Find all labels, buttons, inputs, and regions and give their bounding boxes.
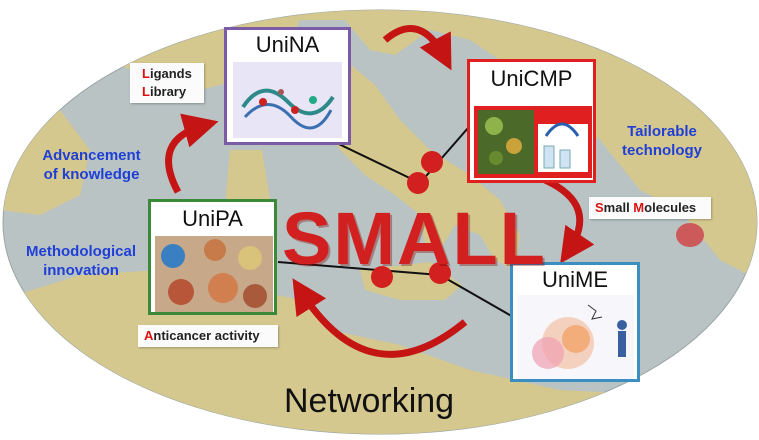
anticancer-activity-chip: Anticancer activity (138, 325, 278, 347)
unicmp-title: UniCMP (490, 66, 573, 91)
anticancer-initial: A (144, 328, 154, 343)
small-molecules-chip: Small Molecules (589, 197, 711, 219)
unipa-box: UniPA (148, 199, 277, 315)
ligands-library-chip: Ligands Library (130, 63, 204, 103)
link-unipa (277, 261, 441, 276)
advancement-label: Advancement of knowledge (34, 146, 149, 184)
advancement-line2: of knowledge (43, 166, 140, 183)
unina-title: UniNA (255, 32, 320, 57)
library-rest: ibrary (149, 84, 187, 99)
tailorable-line1: Tailorable (627, 123, 697, 140)
unicmp-box: UniCMP (467, 59, 596, 183)
methodological-label: Methodological innovation (16, 242, 146, 280)
arrow-unicmp-to-unime (543, 176, 595, 264)
tailorable-line2: technology (621, 142, 702, 159)
methodological-line1: Methodological (26, 243, 136, 260)
plant-extraction-icon (474, 106, 592, 178)
unipa-title: UniPA (182, 206, 243, 231)
unina-box: UniNA (224, 27, 351, 145)
molecules-initial: M (633, 200, 645, 215)
methodological-line2: innovation (43, 262, 119, 279)
ligands-rest: igands (149, 66, 192, 81)
networking-title: Networking (284, 382, 455, 420)
unime-box: UniME (510, 262, 640, 382)
ligand-structure-icon (233, 62, 342, 138)
library-initial: L (142, 84, 150, 99)
arrow-unime-to-unipa (292, 278, 468, 358)
node-dot-palermo (371, 266, 393, 288)
anticancer-rest: nticancer activity (153, 328, 260, 343)
ligands-initial: L (142, 66, 150, 81)
molecules-rest: olecules (644, 200, 697, 215)
node-dot-messina (429, 262, 451, 284)
hub-title: SMALL (282, 197, 547, 280)
unime-title: UniME (541, 267, 608, 292)
small-initial: S (595, 200, 604, 215)
arrow-unina-to-unicmp (382, 24, 452, 71)
small-rest: mall (603, 200, 634, 215)
tailorable-label: Tailorable technology (608, 122, 716, 160)
sponge-samples-icon (155, 236, 273, 312)
node-dot-naples (421, 151, 443, 173)
advancement-line1: Advancement (42, 147, 141, 164)
arrow-unipa-to-unina (165, 113, 219, 194)
node-dot-camerino (407, 172, 429, 194)
link-unime (439, 274, 516, 319)
cancer-target-icon (518, 295, 634, 379)
